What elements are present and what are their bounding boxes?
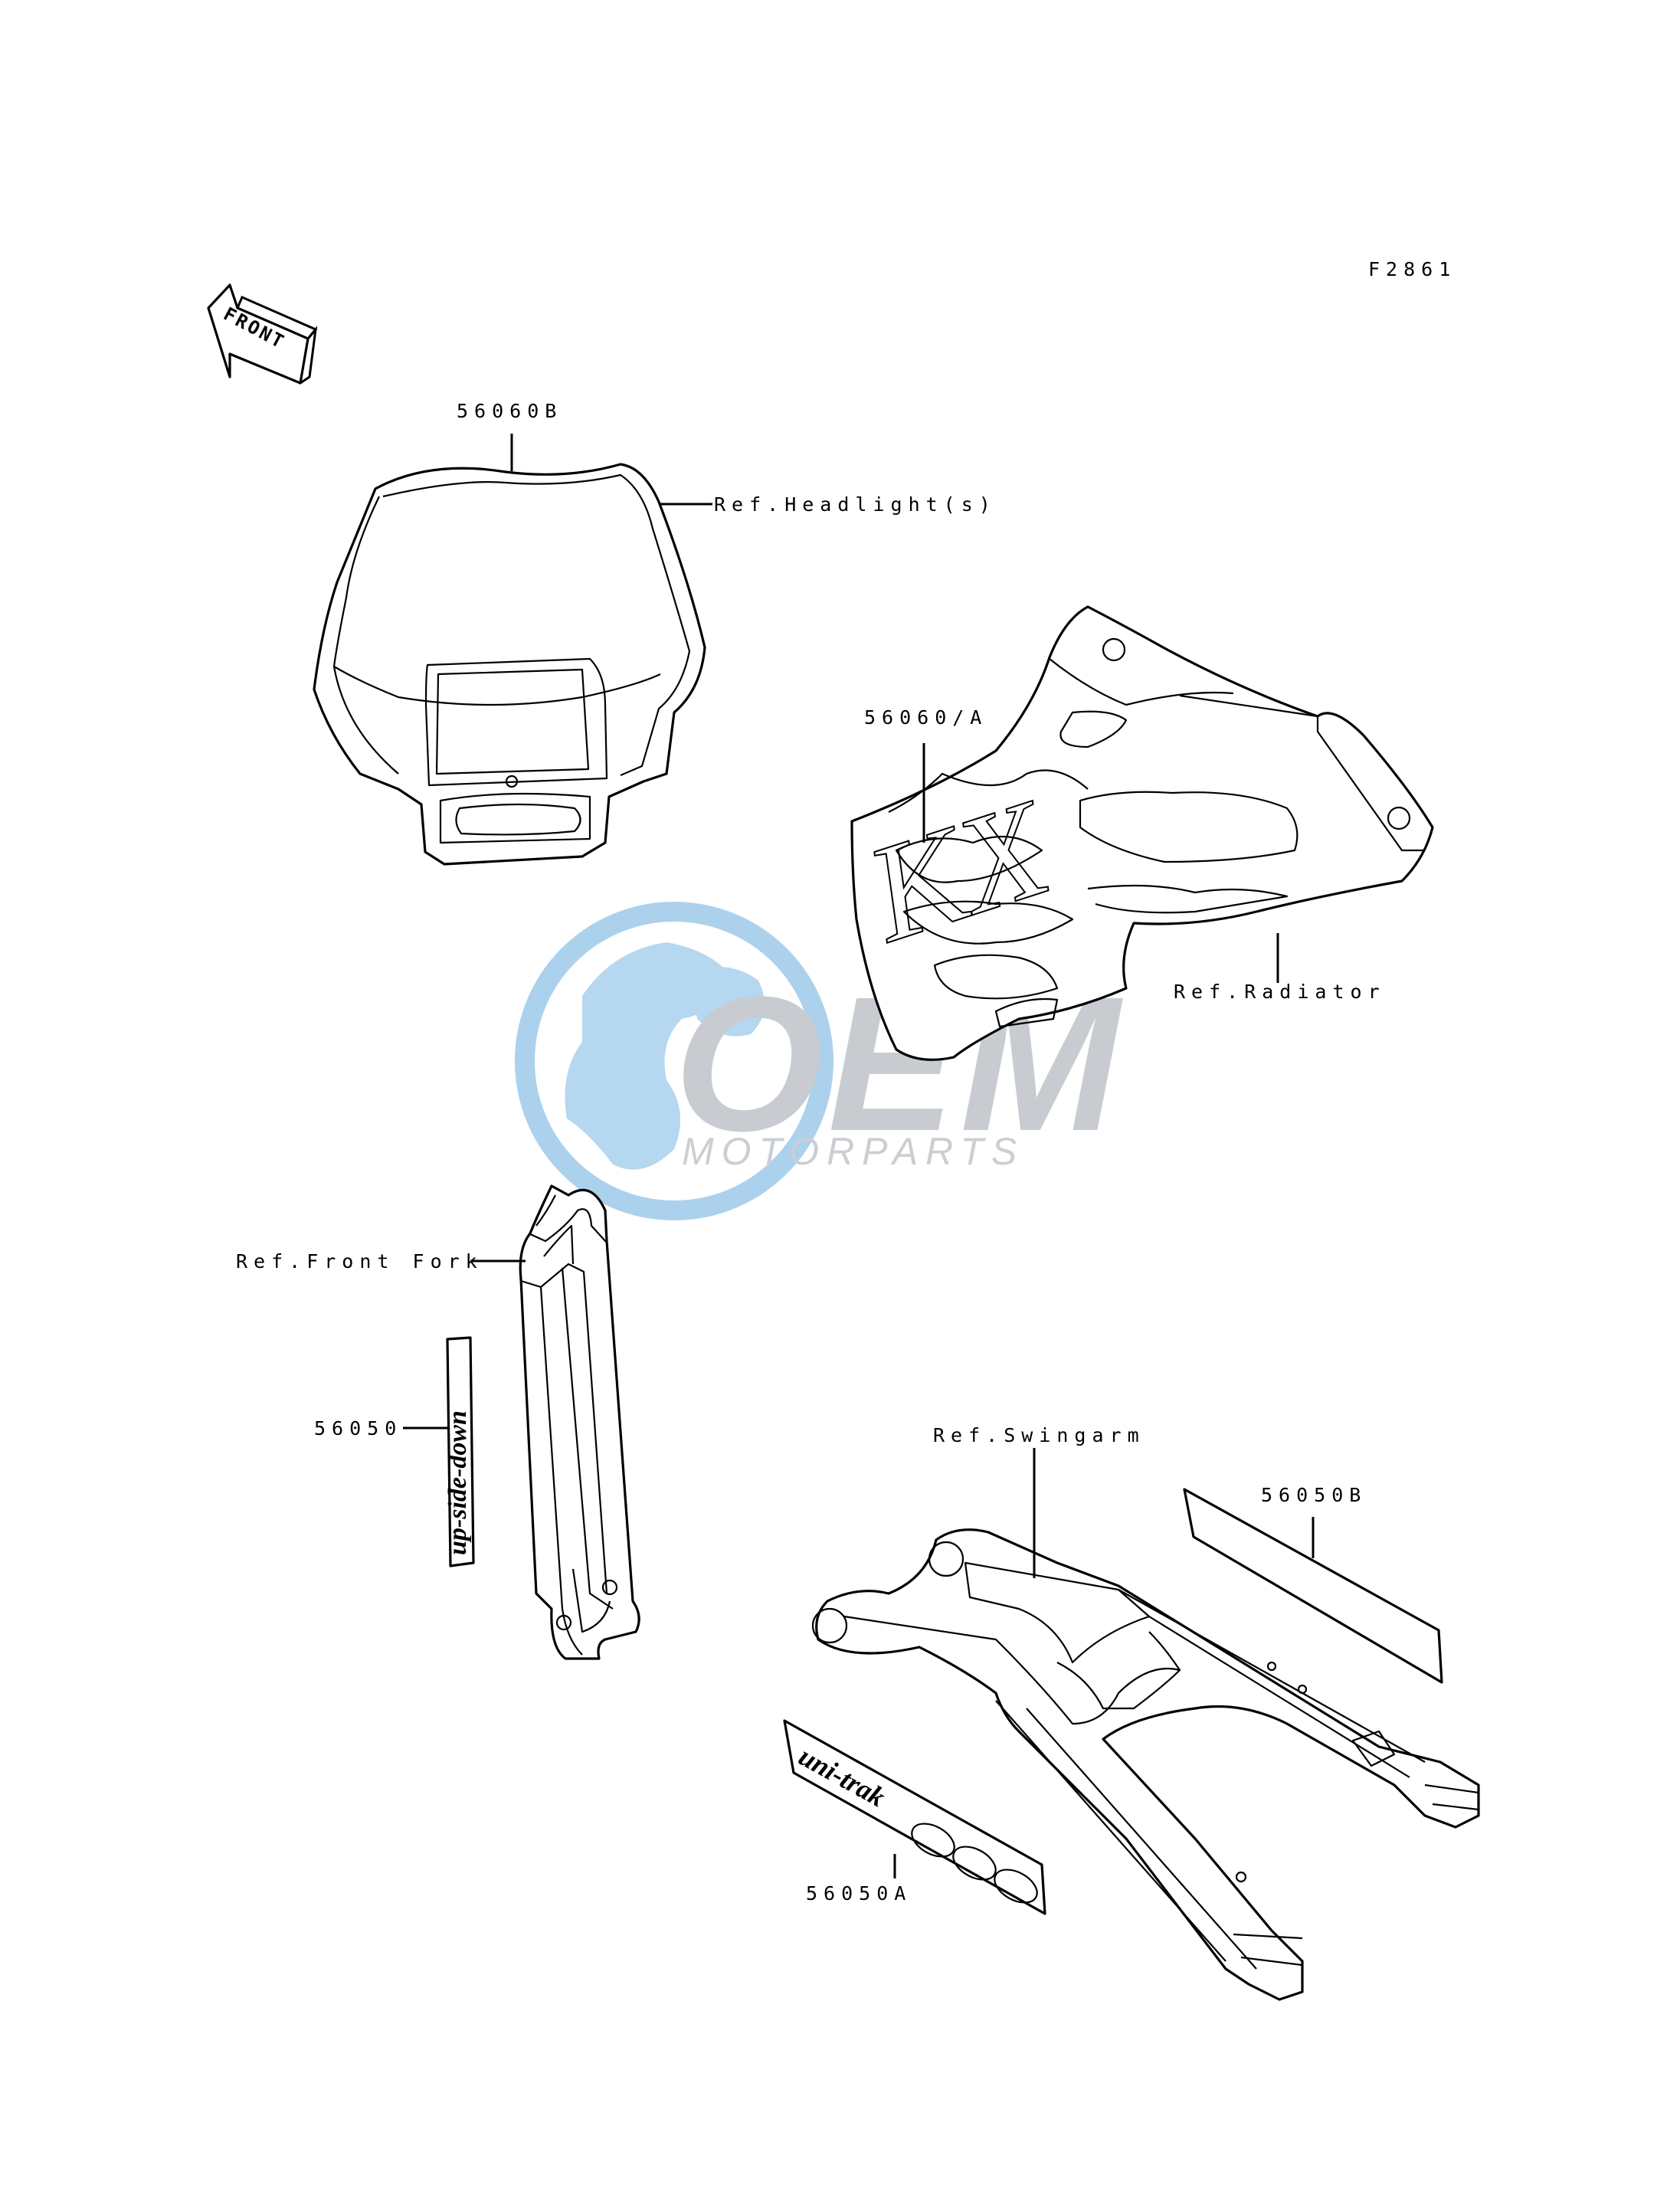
fork-guard-drawing — [519, 1184, 640, 1660]
watermark-tagline-text: MOTORPARTS — [682, 1130, 1024, 1173]
fork-decal-drawing: up-side-down — [444, 1336, 475, 1567]
swingarm-ref-label: Ref.Swingarm — [933, 1424, 1145, 1446]
swingarm-part-a-number: 56050A — [806, 1882, 912, 1905]
watermark-globe-icon — [515, 902, 833, 1220]
watermark-continents-icon — [565, 942, 765, 1170]
headlight-plate-drawing — [313, 463, 706, 866]
front-direction-arrow: FRONT — [207, 283, 318, 385]
figure-code: F2861 — [1368, 258, 1456, 280]
headlight-part-number: 56060B — [457, 400, 562, 422]
swingarm-decal-b-drawing — [1183, 1488, 1443, 1684]
fork-decal-text: up-side-down — [444, 1410, 472, 1555]
fork-ref-label: Ref.Front Fork — [236, 1250, 483, 1272]
fork-part-number: 56050 — [314, 1417, 402, 1439]
radiator-shroud-drawing: KX — [848, 605, 1434, 1061]
swingarm-drawing — [811, 1528, 1480, 2001]
swingarm-part-b-number: 56050B — [1261, 1484, 1367, 1506]
radiator-part-number: 56060/A — [864, 706, 987, 729]
headlight-ref-label: Ref.Headlight(s) — [714, 493, 997, 516]
radiator-ref-label: Ref.Radiator — [1174, 981, 1386, 1003]
